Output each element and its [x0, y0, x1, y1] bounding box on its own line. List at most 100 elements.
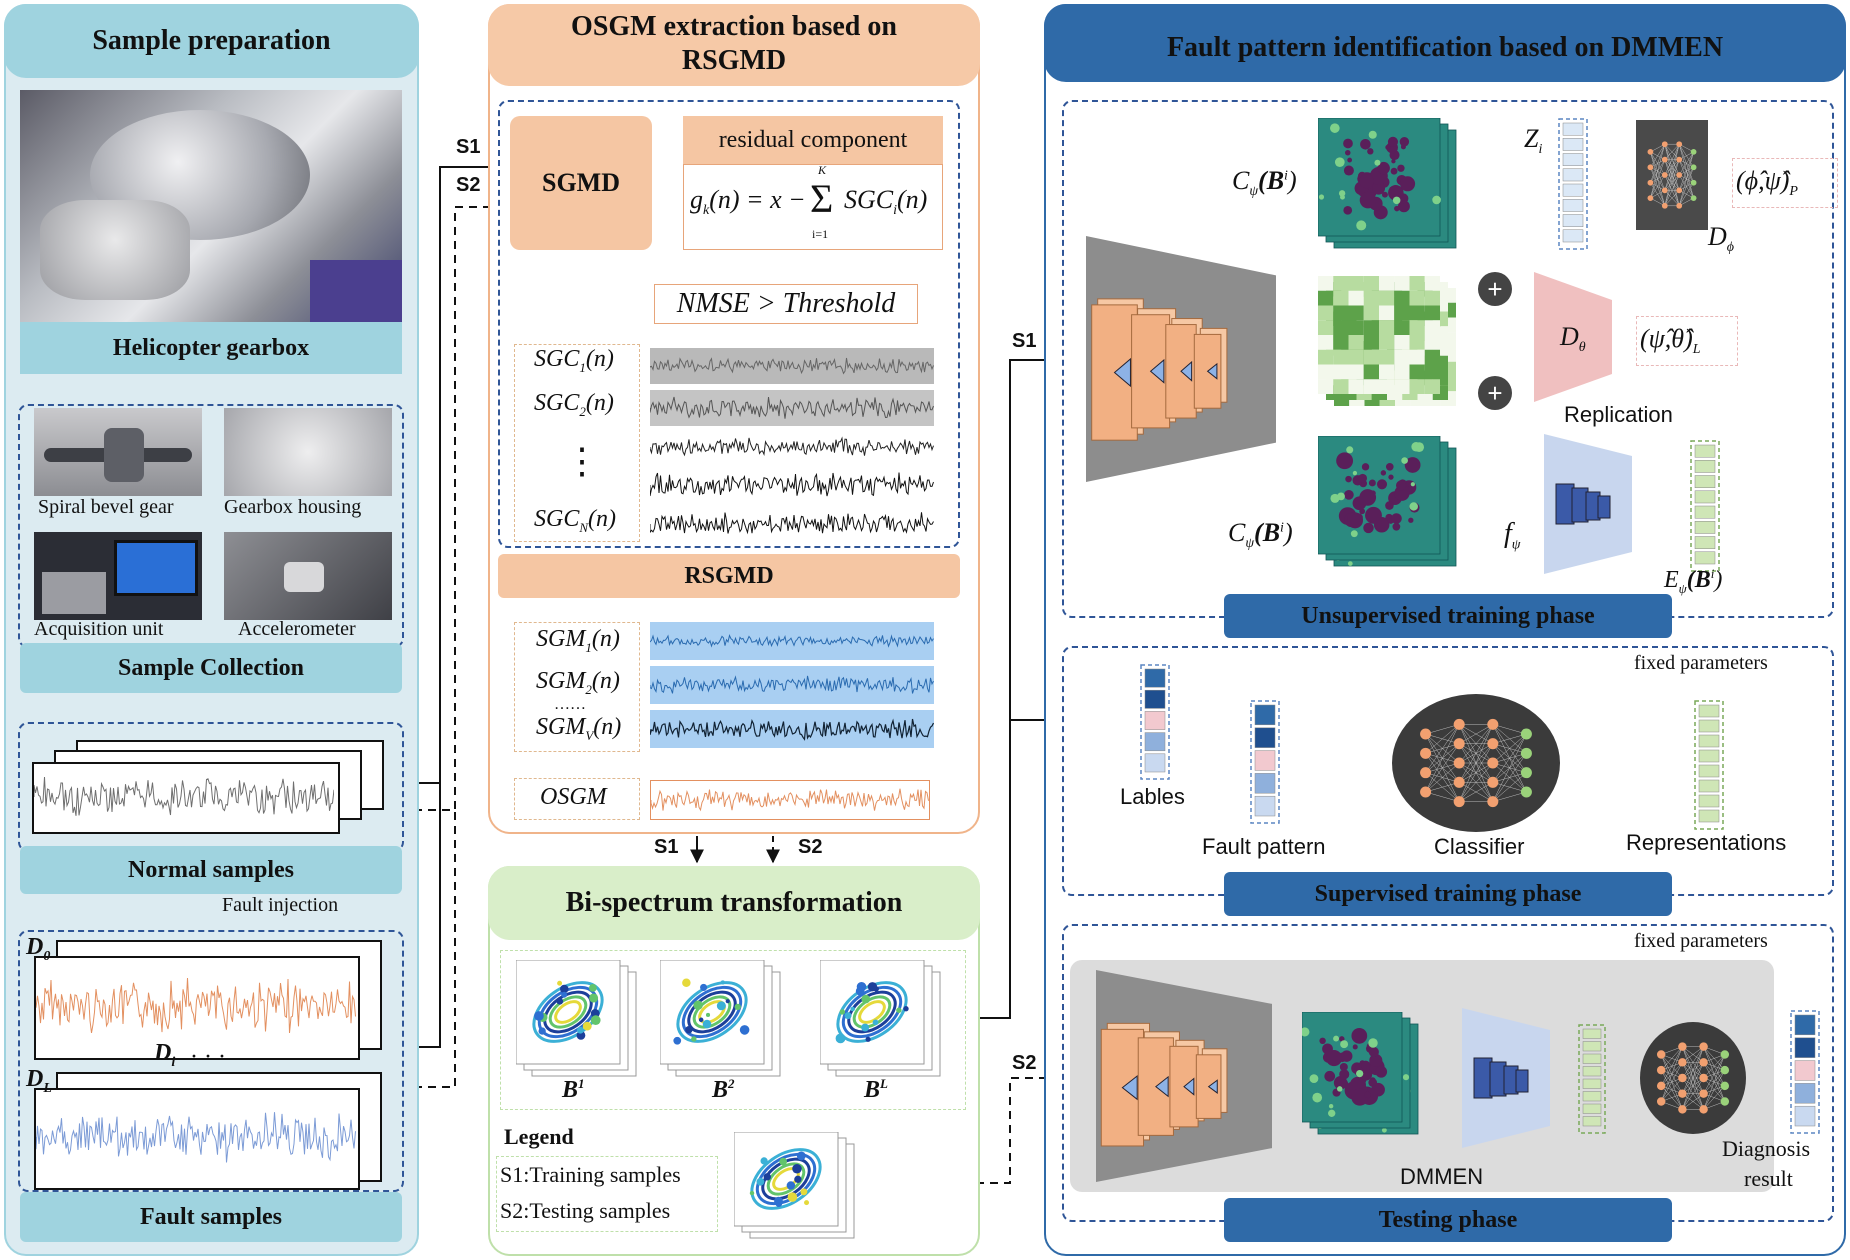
label-dl: DL [26, 1066, 52, 1096]
flow-s1-right: S1 [1012, 330, 1037, 352]
accelerometer-photo [224, 532, 392, 620]
rsgmd-bar: RSGMD [498, 554, 960, 598]
d-theta-trapezoid [1534, 272, 1612, 402]
osgm-label: OSGM [540, 784, 607, 810]
label-di: Di [154, 1040, 176, 1070]
normal-samples-bar: Normal samples [20, 846, 402, 894]
sgmd-block: SGMD [510, 116, 652, 250]
feature-map-top [1317, 117, 1458, 250]
formula-sum: Σ [810, 176, 834, 221]
sgm-dots: …… [554, 696, 586, 713]
sgc-plot-4 [649, 468, 934, 502]
fault-signal-d0-wave [35, 977, 356, 1034]
formula-sum-top: K [818, 163, 827, 177]
c-psi-top-label: Cψ(Bi) [1232, 166, 1297, 200]
flow-s1-mid: S1 [654, 836, 679, 858]
diagnosis-vector [1790, 1010, 1820, 1134]
sample-collection-bar: Sample Collection [20, 643, 402, 693]
supervised-phase-bar: Supervised training phase [1224, 872, 1672, 916]
sgc-n-label: SGCN(n) [534, 506, 616, 535]
out-p-box [1732, 158, 1838, 208]
label-di-dots: · · · [190, 1044, 226, 1070]
diagnosis-label-2: result [1744, 1166, 1793, 1191]
fault-samples-box [18, 930, 404, 1192]
bispectrum-b2 [659, 959, 788, 1080]
out-l-box [1636, 316, 1738, 366]
bispectrum-maps-box [500, 950, 966, 1110]
sgm-v-label: SGMV(n) [536, 714, 622, 743]
sgm-1-label: SGM1(n) [536, 626, 620, 655]
residual-component-bar: residual component [683, 116, 943, 164]
testing-phase-bar: Testing phase [1224, 1198, 1672, 1242]
formula: gk(n) = x − [690, 185, 806, 219]
osgm-inner-box [498, 100, 960, 548]
osgm-plot [650, 780, 930, 820]
test-e-vector [1578, 1024, 1606, 1134]
legend-s2: S2:Testing samples [500, 1198, 671, 1223]
out-p-label: (ϕ̂,ψ̂)P [1736, 166, 1798, 200]
normal-signal-wave [33, 776, 335, 816]
test-encoder-drawing [1096, 970, 1272, 1182]
bl-label: BL [864, 1076, 888, 1103]
label-d0: D0 [26, 934, 51, 964]
fault-injection-label: Fault injection [222, 894, 339, 916]
d-phi-network [1636, 120, 1708, 230]
classifier-label: Classifier [1434, 834, 1525, 859]
sgc-plot-2 [649, 390, 934, 426]
z-vector [1558, 118, 1588, 250]
classifier-network [1392, 694, 1560, 832]
e-psi-label: Eψ(Bi) [1664, 566, 1723, 596]
c-psi-bottom-label: Cψ(Bi) [1228, 518, 1293, 552]
fault-signal-d0 [34, 956, 360, 1060]
labels-vector [1140, 664, 1170, 780]
sgm-2-label: SGM2(n) [536, 668, 620, 697]
b1-label: B1 [562, 1076, 585, 1103]
b2-label: B2 [712, 1076, 735, 1103]
gearbox-photo [20, 90, 402, 322]
feature-map-grid [1318, 276, 1458, 408]
feature-map-bottom [1317, 435, 1458, 568]
legend-box [496, 1156, 718, 1232]
sgc-2-label: SGC2(n) [534, 390, 614, 419]
diagnosis-label-1: Diagnosis [1722, 1136, 1810, 1161]
fixed-params-1: fixed parameters [1634, 652, 1768, 674]
e-psi-vector [1690, 440, 1720, 572]
item-label-accelerometer: Accelerometer [238, 618, 356, 640]
fault-pattern-label: Fault pattern [1202, 834, 1326, 859]
formula-sum-bottom: i=1 [812, 227, 829, 241]
spiral-bevel-gear-photo [34, 408, 202, 496]
bispectrum-header: Bi-spectrum transformation [488, 866, 980, 940]
sample-prep-title: Sample preparation [92, 25, 331, 56]
representations-vector [1694, 700, 1724, 830]
sgm-plot-2 [649, 666, 934, 704]
bispectrum-b1 [515, 959, 644, 1080]
formula-right: SGCi(n) [844, 185, 928, 219]
residual-formula-box: gk(n) = x − Σ K i=1 SGCi(n) [683, 163, 943, 250]
item-label-acquisition-unit: Acquisition unit [34, 618, 164, 640]
dmmen-label: DMMEN [1400, 1164, 1484, 1189]
out-l-label: (ψ̂,θ̂)L [1640, 324, 1701, 358]
fault-signal-dl-wave [35, 1112, 356, 1163]
test-classifier [1640, 1022, 1746, 1134]
normal-signal-stack-1 [32, 762, 340, 834]
unsupervised-phase-bar: Unsupervised training phase [1224, 594, 1672, 638]
osgm-label-box [514, 778, 640, 820]
gearbox-housing-photo [224, 408, 392, 496]
flow-s2-left: S2 [456, 174, 481, 196]
legend-s1: S1:Training samples [500, 1162, 681, 1187]
test-f-psi [1462, 1008, 1550, 1148]
fixed-params-2: fixed parameters [1634, 930, 1768, 952]
f-psi-trapezoid [1544, 434, 1632, 574]
item-label-gearbox-housing: Gearbox housing [224, 496, 362, 518]
replication-label: Replication [1564, 402, 1673, 427]
encoder-drawing [1086, 236, 1276, 482]
plus-node-1: + [1478, 272, 1512, 306]
sgm-plot-v [649, 710, 935, 748]
labels-label: Lables [1120, 784, 1185, 809]
fault-pattern-vector [1250, 700, 1280, 824]
legend-title: Legend [504, 1124, 574, 1149]
osgm-header: OSGM extraction based on RSGMD [488, 4, 980, 86]
d-phi-label: Dϕ [1708, 222, 1735, 256]
d-theta-label: Dθ [1560, 322, 1586, 356]
plus-node-2: + [1478, 376, 1512, 410]
